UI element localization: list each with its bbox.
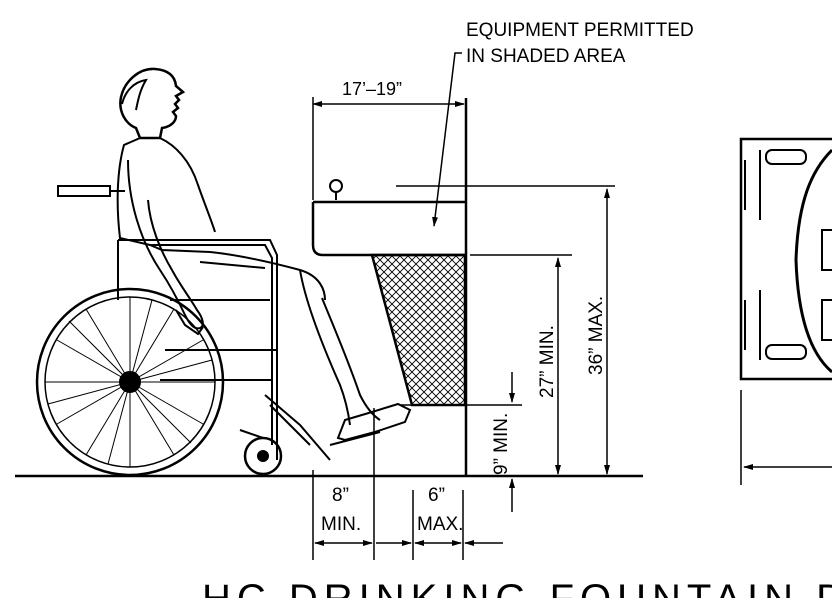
max-height-label: 36” MAX. [586,296,607,375]
right-clearance-qualifier: MAX. [417,514,463,535]
equipment-shaded-area [370,253,467,407]
toe-clearance-label: 9” MIN. [491,413,512,475]
left-clearance-value: 8” [332,485,349,506]
dimension-lines [312,52,615,560]
left-clearance-qualifier: MIN. [321,514,361,535]
wheelchair-figure [35,67,412,477]
knee-clearance-label: 27” MIN. [537,325,558,398]
fountain-body [311,179,465,257]
diagram-title: HC DRINKING FOUNTAIN DE [202,577,832,598]
equipment-note-line1: EQUIPMENT PERMITTED [466,20,694,41]
depth-dimension-label: 17’–19” [342,79,402,99]
wheel-spokes [45,297,215,467]
right-clearance-value: 6” [428,485,445,506]
plan-view-partial [739,137,832,485]
equipment-note-line2: IN SHADED AREA [466,46,626,67]
